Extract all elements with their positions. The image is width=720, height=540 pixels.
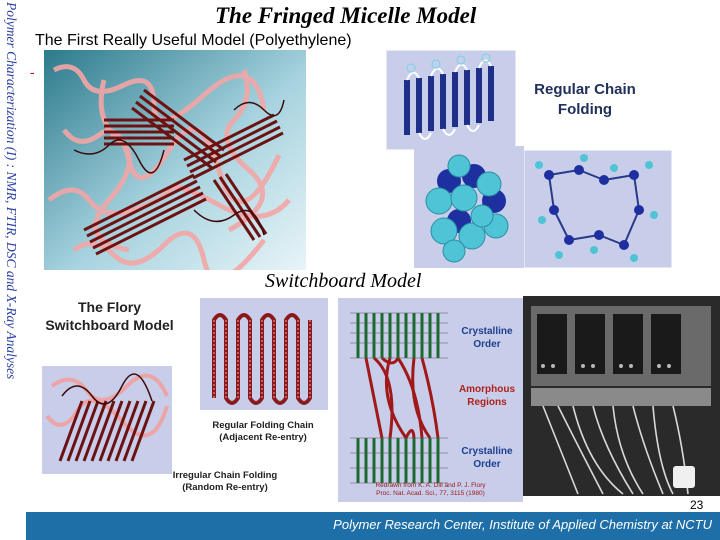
footer-bar xyxy=(26,512,720,540)
irregular-chain-folding-figure xyxy=(42,366,172,474)
regular-folding-chain-figure xyxy=(200,298,328,410)
regular-folding-chain-label: Regular Folding Chain (Adjacent Re-entry… xyxy=(212,420,314,443)
side-title-bar: Polymer Characterization (I) : NMR, FTIR… xyxy=(0,0,26,512)
chain-folding-figure xyxy=(386,50,516,150)
regular-chain-folding-label: Regular Chain Folding xyxy=(534,81,636,118)
course-title: Polymer Characterization (I) : NMR, FTIR… xyxy=(4,2,19,380)
slide-subtitle: The First Really Useful Model (Polyethyl… xyxy=(35,32,352,49)
crystalline-order-bottom-label: Crystalline Order xyxy=(461,446,513,470)
crystalline-amorphous-figure xyxy=(338,298,523,502)
slide-title: The Fringed Micelle Model xyxy=(215,3,477,28)
fringed-micelle-figure xyxy=(44,50,306,270)
page-number: 23 xyxy=(690,498,704,512)
amorphous-regions-label: Amorphous Regions xyxy=(458,384,516,408)
footer-text: Polymer Research Center, Institute of Ap… xyxy=(333,517,712,532)
irregular-chain-folding-label: Irregular Chain Folding (Random Re-entry… xyxy=(172,470,278,493)
citation-label: Redrawn from K. A. Dill and P. J. Flory … xyxy=(375,482,486,497)
bullet-dash: - xyxy=(30,64,35,80)
flory-switchboard-label: The Flory Switchboard Model xyxy=(45,299,174,333)
switchboard-photo xyxy=(523,296,720,496)
ball-stick-model xyxy=(524,150,672,268)
crystal-sphere-model xyxy=(414,146,524,268)
switchboard-model-heading: Switchboard Model xyxy=(265,270,422,292)
crystalline-order-top-label: Crystalline Order xyxy=(461,326,513,350)
